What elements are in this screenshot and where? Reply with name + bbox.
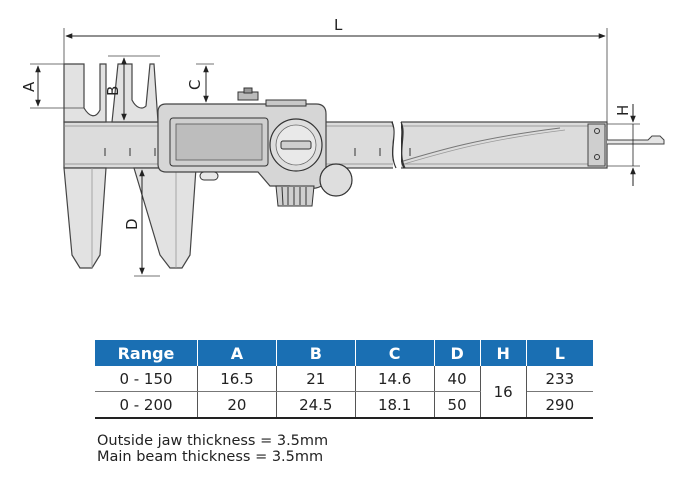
dimension-H: H bbox=[607, 104, 640, 186]
cell-a: 20 bbox=[197, 391, 277, 419]
cell-l: 290 bbox=[526, 391, 593, 419]
dimension-label-A: A bbox=[20, 81, 38, 92]
table-row: 0 - 150 16.5 21 14.6 40 16 233 bbox=[95, 366, 593, 419]
note-beam-thickness: Main beam thickness = 3.5mm bbox=[97, 449, 324, 465]
dimension-L: L bbox=[63, 16, 608, 122]
fixed-jaw bbox=[63, 63, 107, 269]
table-header-row: Range A B C D H L bbox=[95, 340, 593, 366]
cell-c: 18.1 bbox=[355, 391, 435, 419]
slider-body bbox=[157, 87, 353, 207]
cell-range: 0 - 150 bbox=[95, 366, 198, 392]
dimension-D: D bbox=[123, 169, 160, 277]
specification-table: Range A B C D H L 0 - 150 16.5 21 14.6 4… bbox=[95, 340, 593, 419]
dimension-C: C bbox=[186, 63, 214, 105]
header-c: C bbox=[355, 340, 435, 366]
table-row: 0 - 200 20 24.5 18.1 50 290 bbox=[95, 391, 593, 419]
dimension-label-C: C bbox=[186, 80, 204, 90]
dimension-A: A bbox=[20, 63, 84, 109]
dimension-B: B bbox=[104, 55, 160, 121]
main-beam bbox=[63, 121, 608, 169]
cell-d: 40 bbox=[434, 366, 481, 392]
cell-b: 21 bbox=[276, 366, 356, 392]
caliper-drawing: L A B C D H bbox=[20, 16, 665, 277]
header-range: Range bbox=[95, 340, 198, 366]
header-d: D bbox=[434, 340, 481, 366]
cell-c: 14.6 bbox=[355, 366, 435, 392]
dimension-label-B: B bbox=[104, 86, 122, 96]
cell-a: 16.5 bbox=[197, 366, 277, 392]
dimension-label-D: D bbox=[123, 218, 141, 230]
depth-rod bbox=[607, 135, 665, 145]
cell-range: 0 - 200 bbox=[95, 391, 198, 419]
cell-d: 50 bbox=[434, 391, 481, 419]
cell-l: 233 bbox=[526, 366, 593, 392]
header-l: L bbox=[526, 340, 593, 366]
header-b: B bbox=[276, 340, 356, 366]
note-jaw-thickness: Outside jaw thickness = 3.5mm bbox=[97, 433, 329, 449]
dimension-label-H: H bbox=[614, 105, 632, 116]
cell-b: 24.5 bbox=[276, 391, 356, 419]
notes: Outside jaw thickness = 3.5mm Main beam … bbox=[97, 433, 328, 465]
cell-h-merged: 16 bbox=[480, 366, 527, 419]
header-a: A bbox=[197, 340, 277, 366]
header-h: H bbox=[480, 340, 527, 366]
dimension-label-L: L bbox=[334, 16, 343, 34]
